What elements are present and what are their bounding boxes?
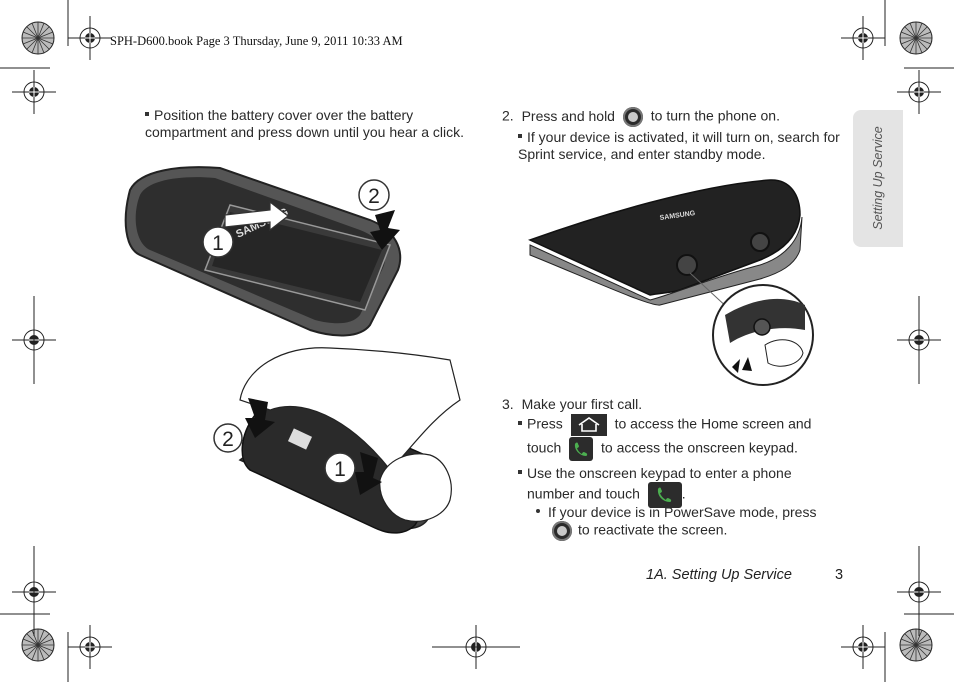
bullet-icon [518, 421, 522, 425]
sub-bullet-icon [536, 509, 540, 514]
step-3-bullet-2-line-1: Use the onscreen keypad to enter a phone [518, 465, 792, 482]
power-button-icon [622, 107, 643, 127]
bullet-1-touch: touch [527, 439, 562, 456]
step-2-text-before: Press and hold [521, 107, 615, 124]
step-3-bullet-2-line-2: number and touch . [527, 482, 686, 508]
press-arrow-icon [355, 452, 382, 495]
phone-call-icon [647, 482, 682, 508]
registration-wheel-icon [899, 21, 933, 55]
bullet-2-line-2: number and touch [527, 485, 640, 502]
step-2-number: 2. [502, 107, 514, 124]
step-3-sub-bullet-line-2: to reactivate the screen. [552, 521, 727, 541]
callout-2: 2 [368, 185, 380, 208]
bullet-icon [518, 134, 522, 139]
bullet-2-line-1: Use the onscreen keypad to enter a phone [527, 465, 792, 481]
sub-bullet-line-1: If your device is in PowerSave mode, pre… [548, 504, 817, 520]
bullet-2-period: . [681, 485, 686, 502]
hand-icon [239, 347, 461, 471]
footer-section: 1A. Setting Up Service [646, 567, 792, 583]
finger-icon [764, 339, 804, 367]
phone-brand-label: SAMSUNG [659, 210, 696, 222]
power-button-icon [552, 521, 572, 541]
press-arrow-icon [370, 210, 400, 250]
arrow-icon [224, 200, 289, 232]
phone-power-illustration: SAMSUNG [528, 179, 814, 386]
step-2: 2. Press and hold to turn the phone on. [502, 107, 842, 127]
step-2-text-after: to turn the phone on. [650, 107, 780, 124]
bullet-1-mid: to access the Home screen and [614, 415, 812, 432]
step-2-bullet: If your device is activated, it will tur… [518, 129, 843, 163]
thumb-icon [379, 453, 452, 522]
bullet-icon [145, 112, 149, 117]
side-tab-label: Setting Up Service [871, 126, 885, 230]
callout-1: 1 [334, 458, 346, 481]
battery-cover-text: Position the battery cover over the batt… [145, 107, 465, 140]
step-2-bullet-text: If your device is activated, it will tur… [518, 129, 840, 162]
side-tab: Setting Up Service [853, 110, 903, 247]
registration-wheel-icon [21, 628, 55, 662]
bullet-1-after: to access the onscreen keypad. [601, 439, 798, 456]
step-3-bullet-1-line-1: Press to access the Home screen and [518, 414, 811, 436]
step-3-bullet-1-line-2: touch to access the onscreen keypad. [527, 437, 798, 461]
bullet-icon [518, 470, 522, 475]
bullet-1-press: Press [527, 415, 563, 432]
home-key-icon [570, 414, 607, 436]
page-number: 3 [835, 567, 844, 583]
phone-call-icon [569, 437, 594, 461]
battery-insertion-illustration: SAMSUNG 1 2 [124, 166, 402, 337]
battery-cover-instruction: Position the battery cover over the batt… [145, 107, 465, 141]
callout-1: 1 [212, 232, 224, 255]
book-header: SPH-D600.book Page 3 Thursday, June 9, 2… [110, 34, 403, 48]
step-3-title: Make your first call. [521, 396, 643, 412]
step-3: 3. Make your first call. [502, 396, 642, 413]
registration-wheel-icon [899, 628, 933, 662]
step-3-number: 3. [502, 396, 514, 412]
press-arrow-icon [245, 398, 275, 438]
callout-2: 2 [222, 428, 234, 451]
step-3-sub-bullet-line-1: If your device is in PowerSave mode, pre… [536, 504, 816, 521]
registration-wheel-icon [21, 21, 55, 55]
cover-press-illustration: 2 1 [213, 347, 461, 534]
sub-bullet-line-2: to reactivate the screen. [578, 521, 728, 538]
